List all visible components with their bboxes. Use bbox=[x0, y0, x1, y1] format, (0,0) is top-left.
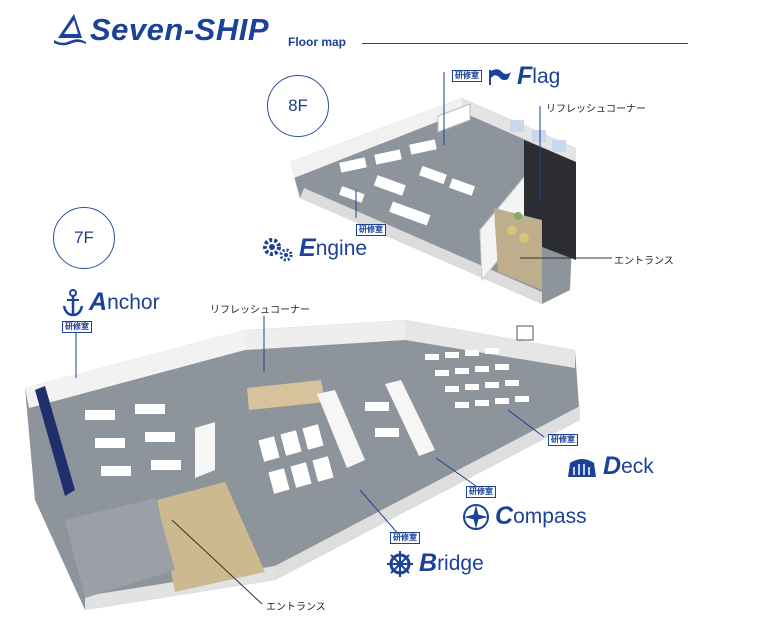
brand-subtitle: Floor map bbox=[288, 35, 347, 49]
room-name-engine: ngine bbox=[315, 236, 368, 260]
header-divider bbox=[362, 43, 688, 44]
room-name-deck: eck bbox=[621, 454, 654, 478]
room-initial-compass: C bbox=[495, 502, 514, 530]
room-initial-anchor: A bbox=[89, 288, 108, 316]
floor-7f-illustration bbox=[25, 320, 580, 610]
floor-badge-7f[interactable]: 7F bbox=[53, 207, 115, 269]
brand-title: Seven-SHIP bbox=[90, 12, 270, 47]
training-room-tag: 研修室 bbox=[452, 70, 482, 82]
gears-icon bbox=[262, 236, 294, 262]
boat-icon bbox=[566, 455, 598, 479]
training-room-tag: 研修室 bbox=[466, 486, 496, 498]
room-name-anchor: nchor bbox=[107, 290, 160, 314]
training-room-tag: 研修室 bbox=[390, 532, 420, 544]
ship-sail-icon bbox=[54, 14, 86, 46]
training-room-tag: 研修室 bbox=[548, 434, 578, 446]
entrance-7f-label: エントランス bbox=[266, 602, 326, 613]
helm-wheel-icon bbox=[386, 550, 414, 578]
refresh-corner-7f-label: リフレッシュコーナー bbox=[210, 305, 310, 316]
floor-badge-8f[interactable]: 8F bbox=[267, 75, 329, 137]
room-initial-flag: F bbox=[517, 62, 533, 90]
room-initial-bridge: B bbox=[419, 549, 438, 577]
room-initial-engine: E bbox=[299, 234, 316, 262]
flag-icon bbox=[488, 68, 512, 86]
anchor-icon bbox=[62, 288, 84, 317]
room-name-bridge: ridge bbox=[437, 551, 484, 575]
refresh-corner-8f-label: リフレッシュコーナー bbox=[546, 104, 646, 115]
room-name-flag: lag bbox=[532, 64, 561, 88]
entrance-8f-label: エントランス bbox=[614, 256, 674, 267]
compass-icon bbox=[462, 503, 490, 531]
training-room-tag: 研修室 bbox=[356, 224, 386, 236]
room-name-compass: ompass bbox=[513, 504, 587, 528]
training-room-tag: 研修室 bbox=[62, 321, 92, 333]
floor-8f-illustration bbox=[290, 98, 576, 304]
room-initial-deck: D bbox=[603, 452, 622, 480]
